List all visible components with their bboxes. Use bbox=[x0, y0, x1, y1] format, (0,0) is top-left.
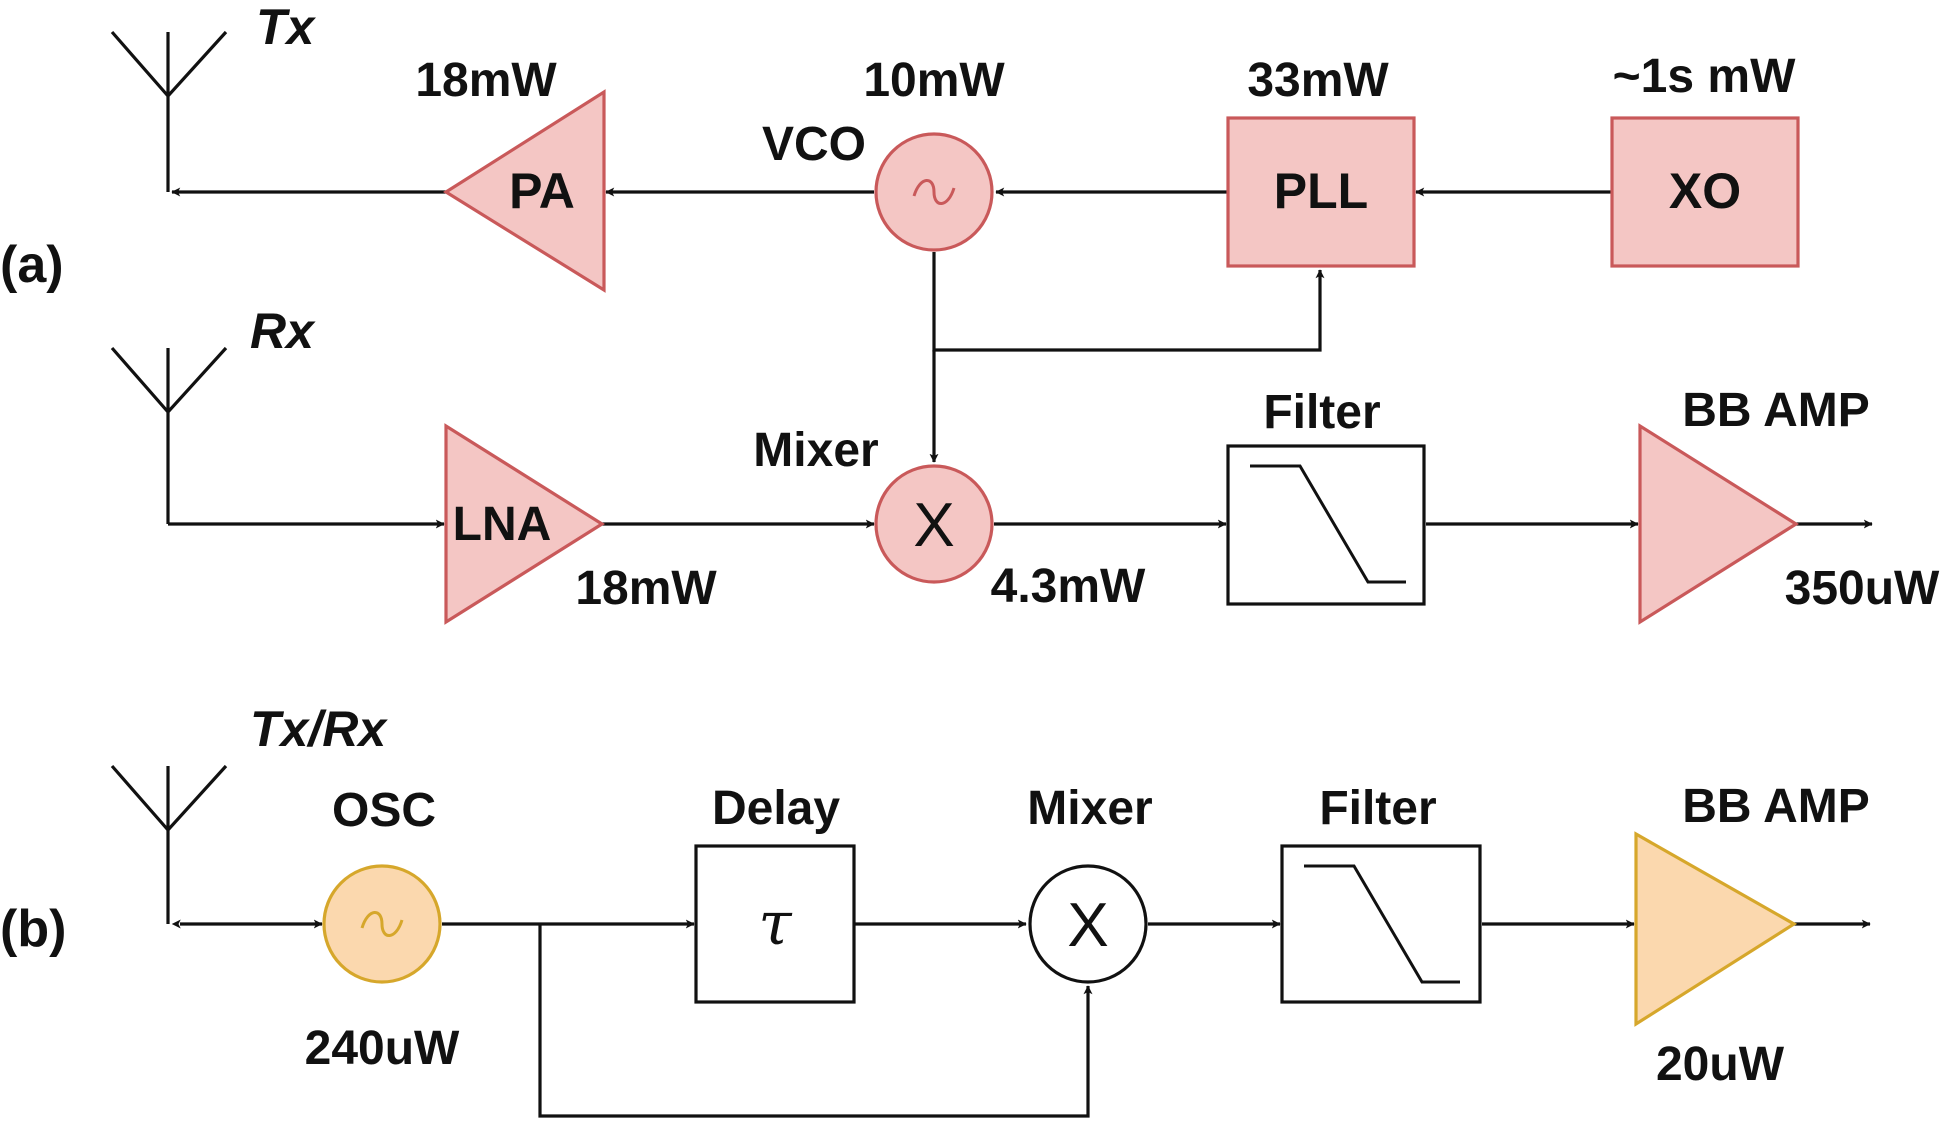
txrx-filter-label: Filter bbox=[1319, 782, 1436, 835]
rx-mixer-power: 4.3mW bbox=[991, 560, 1146, 613]
osc-to-mixer-direct-arrow bbox=[538, 924, 1093, 1118]
xo-power: ~1s mW bbox=[1613, 50, 1796, 103]
lna-amplifier-block bbox=[444, 423, 606, 625]
rx-bbamp-block bbox=[1638, 423, 1800, 625]
sine-wave-icon bbox=[360, 911, 404, 937]
txrx-mixer-symbol: X bbox=[1067, 891, 1108, 960]
rx-mixer-label: Mixer bbox=[753, 424, 878, 477]
xo-label: XO bbox=[1669, 163, 1741, 219]
panel-a-label: (a) bbox=[0, 236, 64, 294]
delay-symbol: τ bbox=[758, 889, 792, 959]
txrx-bbamp-power: 20uW bbox=[1656, 1038, 1785, 1091]
lna-power: 18mW bbox=[575, 562, 717, 615]
txrx-bbamp-label: BB AMP bbox=[1682, 780, 1870, 833]
txrx-filter-block bbox=[1280, 844, 1482, 1004]
delay-block bbox=[694, 844, 856, 1004]
pa-label: PA bbox=[509, 163, 575, 219]
sine-wave-icon bbox=[912, 179, 956, 205]
vco-to-pll-feedback-arrow bbox=[932, 252, 1325, 352]
tx-title: Tx bbox=[256, 0, 317, 55]
pll-block bbox=[1226, 116, 1416, 268]
lowpass-filter-icon bbox=[1250, 464, 1406, 584]
lowpass-filter-icon bbox=[1304, 864, 1460, 984]
txrx-mixer-block bbox=[1028, 864, 1148, 984]
rx-bbamp-power: 350uW bbox=[1785, 562, 1940, 615]
rx-antenna-icon bbox=[110, 346, 228, 524]
vco-power: 10mW bbox=[863, 54, 1005, 107]
rx-title: Rx bbox=[250, 303, 316, 359]
txrx-bbamp-block bbox=[1634, 831, 1798, 1027]
lna-label: LNA bbox=[453, 498, 552, 551]
pa-amplifier-block bbox=[442, 89, 606, 293]
delay-label: Delay bbox=[712, 782, 840, 835]
rx-mixer-symbol: X bbox=[913, 491, 954, 560]
rx-bbamp-label: BB AMP bbox=[1682, 384, 1870, 437]
txrx-title: Tx/Rx bbox=[250, 701, 388, 757]
pll-label: PLL bbox=[1274, 163, 1368, 219]
osc-power: 240uW bbox=[305, 1022, 460, 1075]
vco-label: VCO bbox=[762, 118, 866, 171]
txrx-antenna-icon bbox=[110, 764, 228, 924]
rx-filter-block bbox=[1226, 444, 1426, 606]
rx-filter-label: Filter bbox=[1263, 386, 1380, 439]
txrx-mixer-label: Mixer bbox=[1027, 782, 1152, 835]
xo-block bbox=[1610, 116, 1800, 268]
pll-power: 33mW bbox=[1247, 54, 1389, 107]
rx-mixer-block bbox=[874, 464, 994, 584]
osc-label: OSC bbox=[332, 784, 436, 837]
tx-antenna-icon bbox=[110, 30, 228, 192]
pa-power: 18mW bbox=[415, 54, 557, 107]
panel-b-label: (b) bbox=[0, 900, 66, 958]
